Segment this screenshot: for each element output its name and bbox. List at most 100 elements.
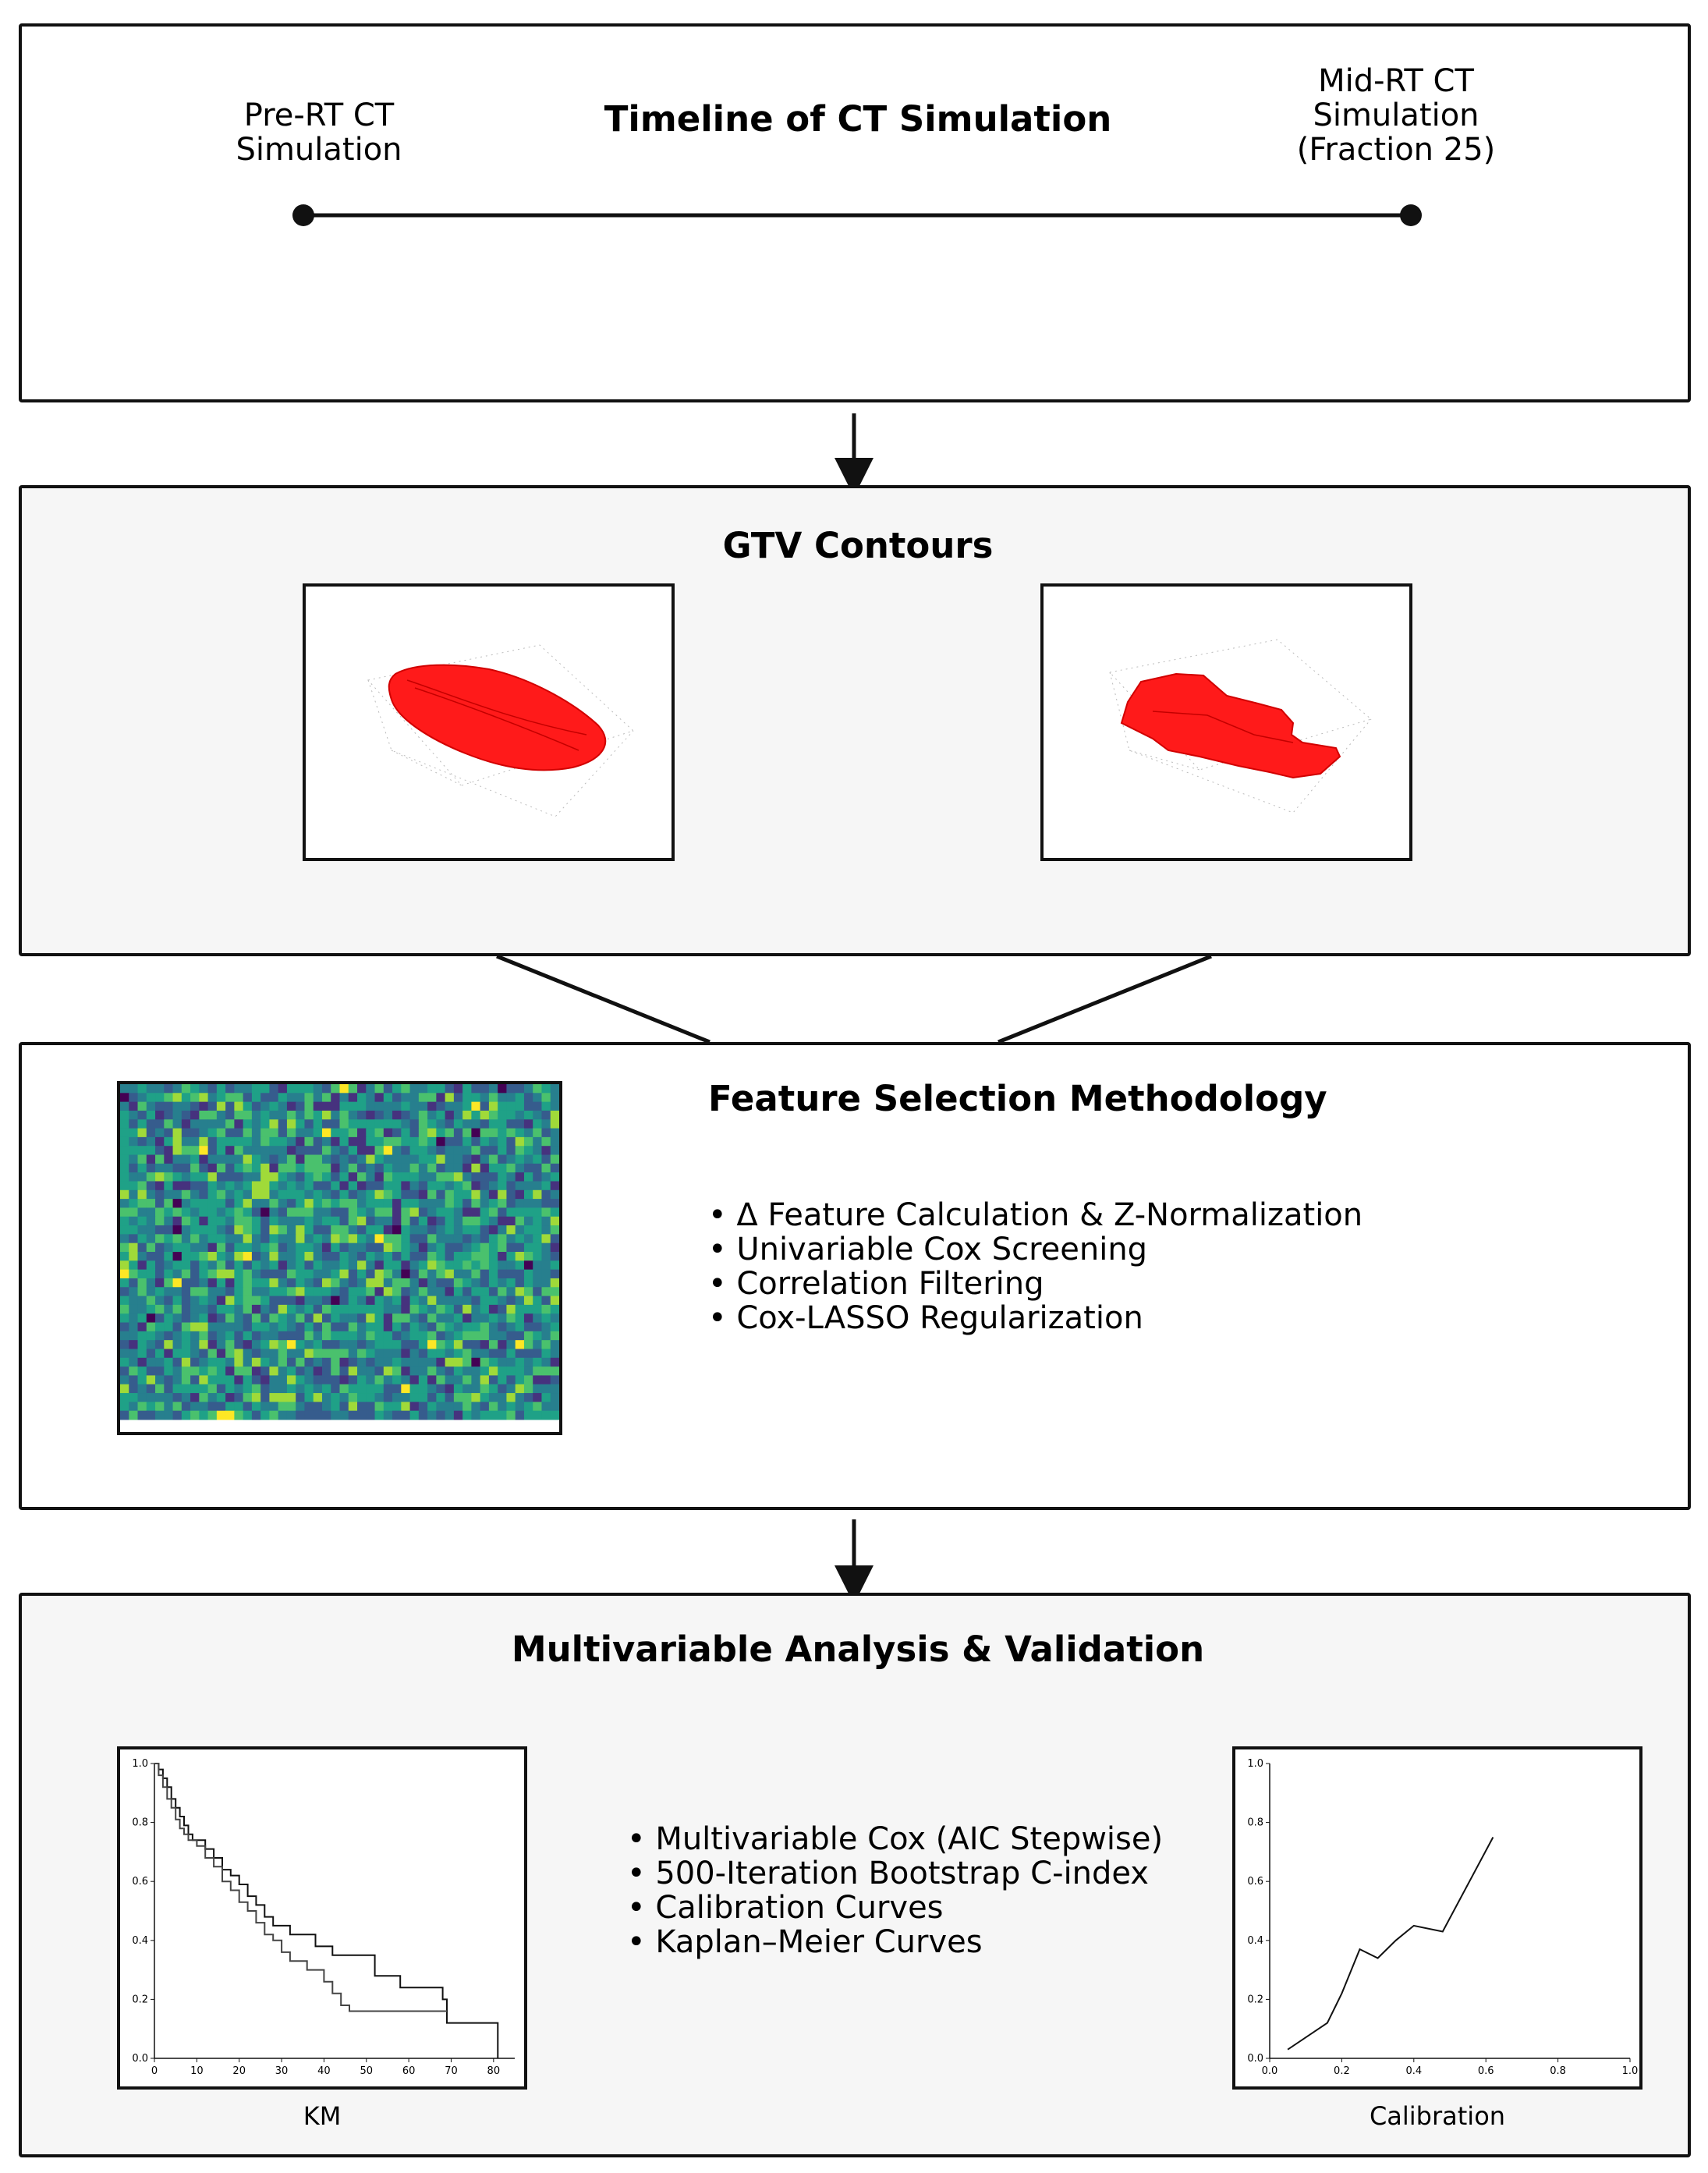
heatmap-cell	[506, 1260, 516, 1271]
heatmap-cell	[541, 1110, 551, 1120]
heatmap-cell	[137, 1384, 147, 1394]
heatmap-cell	[436, 1181, 446, 1191]
heatmap-cell	[296, 1340, 305, 1349]
heatmap-cell	[401, 1331, 411, 1341]
heatmap-cell	[190, 1269, 200, 1279]
heatmap-cell	[129, 1304, 139, 1314]
heatmap-cell	[155, 1278, 165, 1288]
heatmap-cell	[181, 1199, 191, 1208]
km-caption: KM	[303, 2101, 342, 2131]
heatmap-cell	[234, 1163, 244, 1173]
heatmap-cell	[348, 1304, 358, 1314]
heatmap-cell	[357, 1287, 367, 1297]
heatmap-cell	[357, 1181, 367, 1191]
heatmap-cell	[550, 1393, 560, 1402]
heatmap-cell	[286, 1402, 296, 1412]
heatmap-cell	[436, 1260, 446, 1271]
heatmap-cell	[392, 1402, 402, 1412]
heatmap-cell	[260, 1260, 270, 1271]
heatmap-cell	[533, 1367, 542, 1376]
heatmap-cell	[190, 1172, 200, 1182]
heatmap-cell	[339, 1313, 349, 1324]
heatmap-cell	[357, 1357, 367, 1367]
heatmap-cell	[392, 1093, 402, 1103]
heatmap-cell	[251, 1367, 261, 1376]
analysis-step: Calibration Curves	[627, 1891, 1163, 1925]
heatmap-cell	[374, 1402, 384, 1412]
heatmap-cell	[506, 1313, 516, 1324]
heatmap-cell	[488, 1287, 498, 1297]
heatmap-cell	[480, 1110, 490, 1120]
heatmap-cell	[181, 1146, 191, 1156]
heatmap-cell	[172, 1084, 182, 1094]
heatmap-cell	[207, 1216, 218, 1226]
heatmap-cell	[392, 1357, 402, 1367]
heatmap-cell	[172, 1252, 182, 1261]
heatmap-cell	[251, 1225, 261, 1235]
heatmap-cell	[286, 1163, 296, 1173]
heatmap-cell	[541, 1367, 551, 1376]
heatmap-cell	[243, 1287, 253, 1297]
heatmap-cell	[286, 1181, 296, 1191]
heatmap-cell	[339, 1252, 349, 1261]
heatmap-cell	[260, 1357, 270, 1367]
heatmap-cell	[383, 1242, 393, 1253]
heatmap-cell	[129, 1207, 139, 1218]
heatmap-cell	[523, 1410, 533, 1420]
heatmap-cell	[523, 1375, 533, 1385]
heatmap-cell	[278, 1313, 288, 1324]
heatmap-cell	[357, 1349, 367, 1359]
heatmap-cell	[427, 1252, 437, 1261]
heatmap-cell	[286, 1252, 296, 1261]
heatmap-cell	[523, 1260, 533, 1271]
heatmap-cell	[436, 1146, 446, 1156]
heatmap-cell	[488, 1199, 498, 1208]
heatmap-cell	[172, 1163, 182, 1173]
heatmap-cell	[207, 1331, 218, 1341]
heatmap-cell	[480, 1154, 490, 1164]
heatmap-cell	[471, 1146, 481, 1156]
heatmap-cell	[471, 1410, 481, 1420]
heatmap-cell	[409, 1287, 420, 1297]
heatmap-cell	[181, 1340, 191, 1349]
heatmap-cell	[313, 1410, 323, 1420]
heatmap-cell	[331, 1101, 340, 1111]
heatmap-cell	[453, 1393, 463, 1402]
heatmap-cell	[164, 1128, 174, 1138]
heatmap-cell	[533, 1410, 542, 1420]
heatmap-cell	[418, 1402, 428, 1412]
heatmap-cell	[523, 1146, 533, 1156]
heatmap-cell	[199, 1260, 209, 1271]
heatmap-cell	[155, 1313, 165, 1324]
heatmap-cell	[418, 1384, 428, 1394]
heatmap-cell	[480, 1172, 490, 1182]
heatmap-cell	[533, 1101, 542, 1111]
heatmap-cell	[462, 1384, 472, 1394]
heatmap-cell	[286, 1322, 296, 1332]
heatmap-cell	[515, 1313, 525, 1324]
heatmap-cell	[541, 1313, 551, 1324]
heatmap-cell	[331, 1163, 340, 1173]
heatmap-cell	[164, 1207, 174, 1218]
heatmap-cell	[251, 1322, 261, 1332]
heatmap-cell	[541, 1252, 551, 1261]
heatmap-cell	[243, 1207, 253, 1218]
heatmap-cell	[164, 1322, 174, 1332]
heatmap-cell	[243, 1154, 253, 1164]
heatmap-cell	[480, 1375, 490, 1385]
heatmap-cell	[199, 1304, 209, 1314]
heatmap-cell	[533, 1304, 542, 1314]
heatmap-cell	[286, 1313, 296, 1324]
heatmap-cell	[550, 1331, 560, 1341]
heatmap-cell	[172, 1216, 182, 1226]
heatmap-cell	[480, 1331, 490, 1341]
heatmap-cell	[120, 1357, 129, 1367]
heatmap-cell	[462, 1367, 472, 1376]
y-tick-label: 1.0	[132, 1758, 148, 1770]
heatmap-cell	[427, 1384, 437, 1394]
heatmap-cell	[172, 1296, 182, 1306]
heatmap-cell	[541, 1287, 551, 1297]
heatmap-cell	[286, 1207, 296, 1218]
